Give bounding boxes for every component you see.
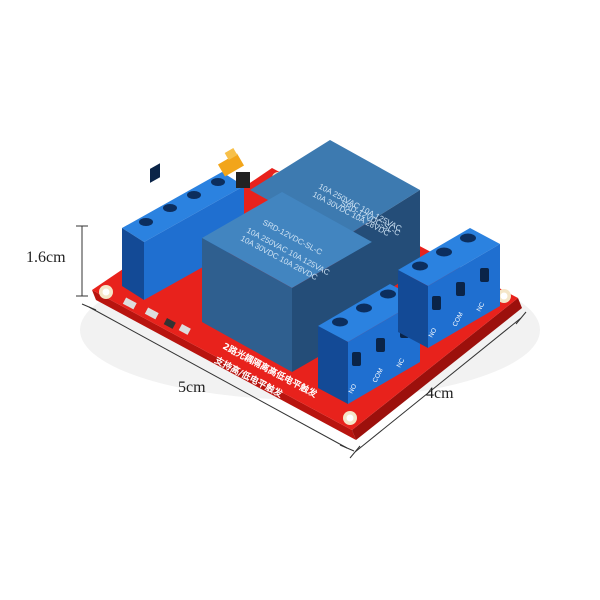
output-terminal-block-2: NO COM NC xyxy=(398,228,500,348)
length-dimension xyxy=(81,303,355,452)
length-label: 5cm xyxy=(178,379,206,396)
height-dimension xyxy=(76,225,88,297)
height-label: 1.6cm xyxy=(26,249,66,266)
width-label: 4cm xyxy=(426,385,454,402)
relay-front: SRD-12VDC-SL-C 10A 250VAC 10A 125VAC 10A… xyxy=(202,192,372,372)
jumper xyxy=(217,148,250,188)
terminal-label-1: NO xyxy=(348,383,359,395)
width-dimension xyxy=(349,311,527,459)
pcb-edge-right xyxy=(352,298,522,440)
pcb-edge xyxy=(92,290,356,440)
smd-components xyxy=(122,297,191,335)
terminal-label-6: NC xyxy=(476,301,487,313)
terminal-label-3: NC xyxy=(396,357,407,369)
input-terminal-block xyxy=(122,163,244,300)
terminal-label-4: NO xyxy=(428,327,439,339)
